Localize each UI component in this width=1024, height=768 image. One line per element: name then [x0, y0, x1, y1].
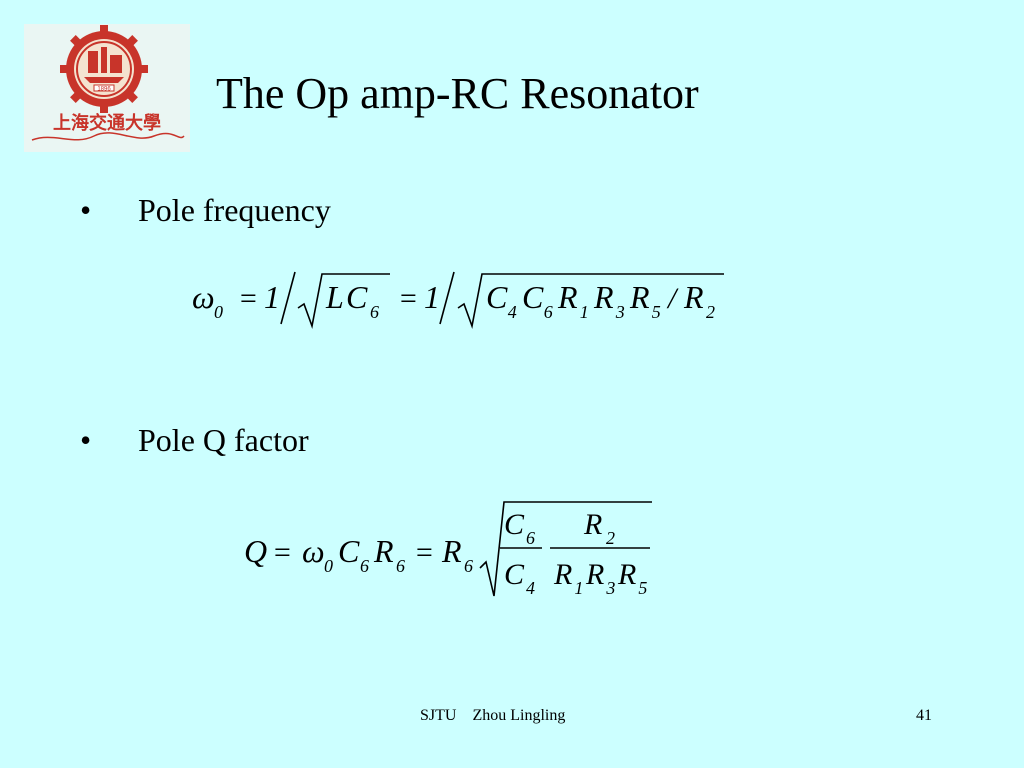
inductance-L: L [325, 279, 344, 315]
bullet-marker: • [80, 422, 92, 458]
last-term-subscript: 2 [706, 302, 715, 322]
bullet-pole-q-factor: • Pole Q factor [80, 420, 309, 460]
numerator-one: 1 [264, 279, 280, 315]
footer-author: Zhou Lingling [472, 707, 566, 724]
resistance-subscript-2: 6 [464, 556, 473, 576]
equals-sign: = [238, 282, 258, 315]
numerator-one-2: 1 [424, 279, 440, 315]
logo-year: 1896 [97, 87, 111, 93]
resistance-R: R [373, 533, 394, 569]
denominator2-term-var: R [553, 558, 572, 591]
denominator-term-var: R [557, 279, 578, 315]
fraction1-numerator-subscript: 6 [526, 528, 535, 548]
fraction2-numerator: R [583, 508, 602, 541]
denominator-term-var: C [486, 279, 508, 315]
fraction1-numerator: C [504, 508, 525, 541]
denominator2-term-var: R [617, 558, 636, 591]
denominator-term-subscript: 5 [652, 302, 661, 322]
denominator-term-var: R [593, 279, 614, 315]
equals-sign-2: = [414, 536, 434, 569]
resistance-subscript: 6 [396, 556, 405, 576]
q-symbol: Q [244, 533, 267, 569]
omega-symbol: ω [302, 533, 325, 569]
denominator-term-subscript: 3 [615, 302, 625, 322]
capacitance-subscript: 6 [370, 302, 379, 322]
capacitance-C: C [338, 533, 360, 569]
capacitance-C: C [346, 279, 368, 315]
university-logo: 1896 上海交通大學 [24, 24, 190, 152]
bullet-marker: • [80, 192, 92, 228]
denominator-term-subscript: 4 [508, 302, 517, 322]
last-term: R [683, 279, 704, 315]
omega-symbol: ω [192, 279, 215, 315]
denominator2-term-subscript: 1 [574, 578, 583, 598]
slide-title: The Op amp-RC Resonator [216, 69, 699, 118]
fraction2-numerator-subscript: 2 [606, 528, 615, 548]
bullet-pole-frequency: • Pole frequency [80, 190, 331, 230]
resistance-R-2: R [441, 533, 462, 569]
denominator2-term-subscript: 3 [605, 578, 615, 598]
denominator-term-subscript: 6 [544, 302, 553, 322]
denominator-term-var: R [629, 279, 650, 315]
omega-subscript: 0 [214, 302, 223, 322]
slide-footer: SJTU Zhou Lingling [420, 707, 565, 725]
denominator-term-var: C [522, 279, 544, 315]
page-number: 41 [916, 707, 932, 724]
bullet-text: Pole frequency [138, 192, 331, 228]
omega-subscript: 0 [324, 556, 333, 576]
footer-org: SJTU [420, 707, 457, 724]
capacitance-subscript: 6 [360, 556, 369, 576]
denominator2-term-subscript: 5 [638, 578, 647, 598]
logo-chinese-name: 上海交通大學 [53, 112, 161, 134]
fraction1-denominator-subscript: 4 [526, 578, 535, 598]
denominator-term-subscript: 1 [580, 302, 589, 322]
denominator2-term-var: R [585, 558, 604, 591]
bullet-text: Pole Q factor [138, 422, 309, 458]
division-slash: / [666, 282, 679, 315]
equals-sign: = [272, 536, 292, 569]
equals-sign-2: = [398, 282, 418, 315]
fraction1-denominator: C [504, 558, 525, 591]
